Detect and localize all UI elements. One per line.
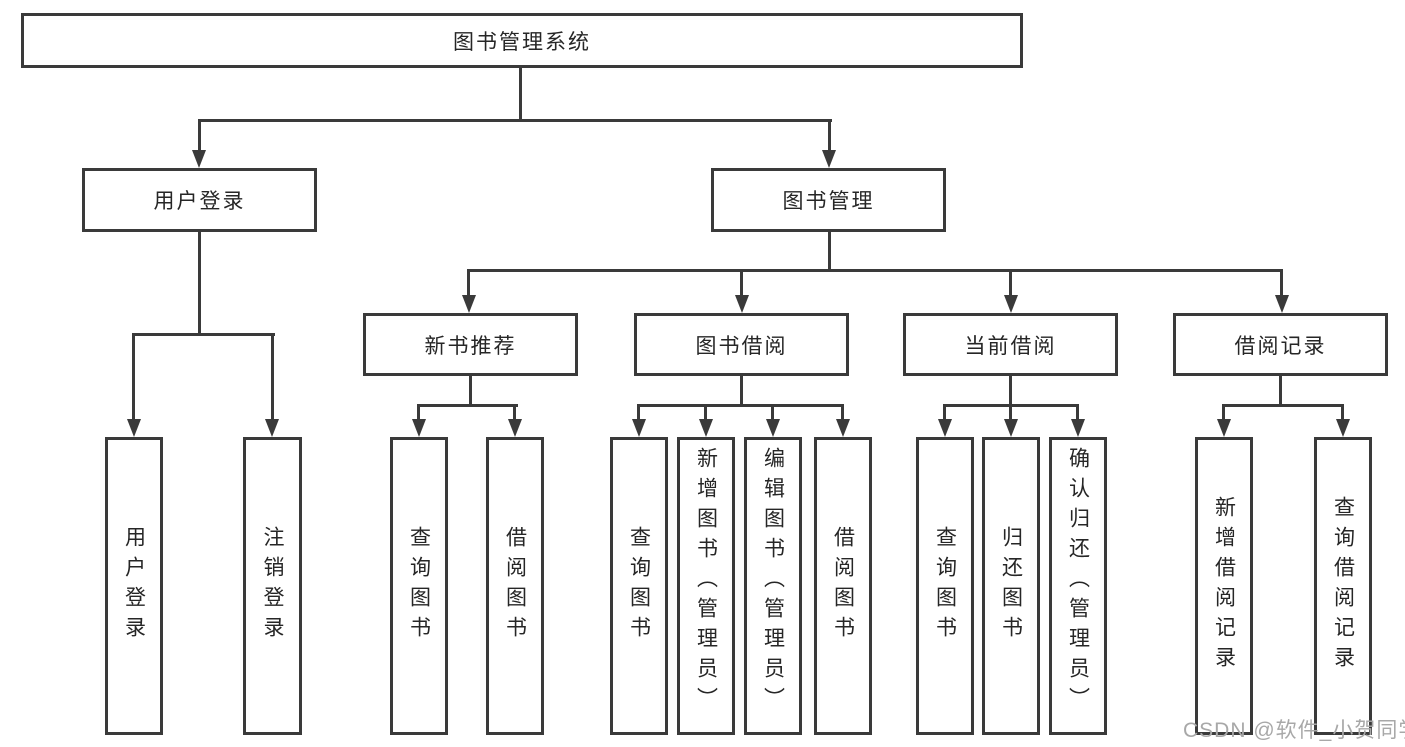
connector-line [198,119,201,150]
leaf-return-books: 归还图书 [982,437,1040,735]
connector-line [1279,374,1282,407]
connector-line [469,374,472,407]
node-label: 图书管理系统 [453,30,591,54]
arrowhead-down-icon [127,419,141,437]
connector-line [704,404,707,419]
arrowhead-down-icon [265,419,279,437]
arrowhead-down-icon [1004,295,1018,313]
leaf-label: 新增图书（管理员） [694,447,718,717]
leaf-query-borrow-record: 查询借阅记录 [1314,437,1372,735]
leaf-label: 借阅图书 [503,526,527,646]
leaf-label: 查询图书 [627,526,651,646]
node-label: 新书推荐 [424,334,517,358]
connector-line [1009,404,1012,419]
connector-line [740,269,743,295]
leaf-label: 查询借阅记录 [1331,496,1355,676]
connector-line [1222,404,1225,419]
arrowhead-down-icon [836,419,850,437]
connector-line [519,66,522,120]
arrowhead-down-icon [735,295,749,313]
connector-line [943,404,946,419]
connector-line [1280,269,1283,295]
connector-line [198,230,201,336]
leaf-confirm-return-admin: 确认归还（管理员） [1049,437,1107,735]
arrowhead-down-icon [632,419,646,437]
node-borrow-records: 借阅记录 [1173,313,1388,376]
leaf-label: 编辑图书（管理员） [761,447,785,717]
node-new-book-recommend: 新书推荐 [363,313,578,376]
node-book-borrow: 图书借阅 [634,313,849,376]
leaf-label: 归还图书 [999,526,1023,646]
leaf-label: 确认归还（管理员） [1066,447,1090,717]
arrowhead-down-icon [766,419,780,437]
leaf-query-books-borrow: 查询图书 [610,437,668,735]
connector-line [828,119,831,150]
leaf-label: 新增借阅记录 [1212,496,1236,676]
leaf-label: 查询图书 [407,526,431,646]
connector-line [467,269,470,295]
connector-line [740,374,743,407]
connector-line [1076,404,1079,419]
leaf-borrow-books: 借阅图书 [814,437,872,735]
csdn-watermark: CSDN @软件_小贺同学 [1183,719,1405,742]
leaf-label: 查询图书 [933,526,957,646]
arrowhead-down-icon [1004,419,1018,437]
connector-line [637,404,640,419]
leaf-add-books-admin: 新增图书（管理员） [677,437,735,735]
node-label: 图书管理 [782,190,875,213]
leaf-logout: 注销登录 [243,437,302,735]
node-user-login: 用户登录 [82,168,317,232]
leaf-label: 借阅图书 [831,526,855,646]
leaf-label: 用户登录 [122,526,146,646]
leaf-add-borrow-record: 新增借阅记录 [1195,437,1253,735]
leaf-query-books-recommend: 查询图书 [390,437,448,735]
arrowhead-down-icon [1217,419,1231,437]
arrowhead-down-icon [1275,295,1289,313]
connector-line [417,404,420,419]
arrowhead-down-icon [938,419,952,437]
connector-line [467,269,1283,272]
arrowhead-down-icon [462,295,476,313]
node-current-borrow: 当前借阅 [903,313,1118,376]
connector-line [513,404,516,419]
node-library-management-system: 图书管理系统 [21,13,1023,68]
connector-line [1009,269,1012,295]
connector-line [132,333,135,419]
arrowhead-down-icon [508,419,522,437]
leaf-query-books-current: 查询图书 [916,437,974,735]
leaf-label: 注销登录 [261,526,284,646]
connector-line [271,333,274,419]
connector-line [637,404,844,407]
leaf-edit-books-admin: 编辑图书（管理员） [744,437,802,735]
arrowhead-down-icon [822,150,836,168]
node-label: 借阅记录 [1234,334,1327,358]
arrowhead-down-icon [192,150,206,168]
connector-line [1222,404,1344,407]
arrowhead-down-icon [412,419,426,437]
connector-line [198,119,832,122]
arrowhead-down-icon [1071,419,1085,437]
connector-line [828,230,831,272]
arrowhead-down-icon [699,419,713,437]
connector-line [841,404,844,419]
leaf-user-login: 用户登录 [105,437,163,735]
node-book-management: 图书管理 [711,168,946,232]
arrowhead-down-icon [1336,419,1350,437]
node-label: 图书借阅 [695,334,788,358]
node-label: 用户登录 [153,190,246,213]
connector-line [771,404,774,419]
node-label: 当前借阅 [964,334,1057,358]
leaf-borrow-books-recommend: 借阅图书 [486,437,544,735]
connector-line [1009,374,1012,407]
connector-line [132,333,275,336]
connector-line [1341,404,1344,419]
connector-line [417,404,518,407]
